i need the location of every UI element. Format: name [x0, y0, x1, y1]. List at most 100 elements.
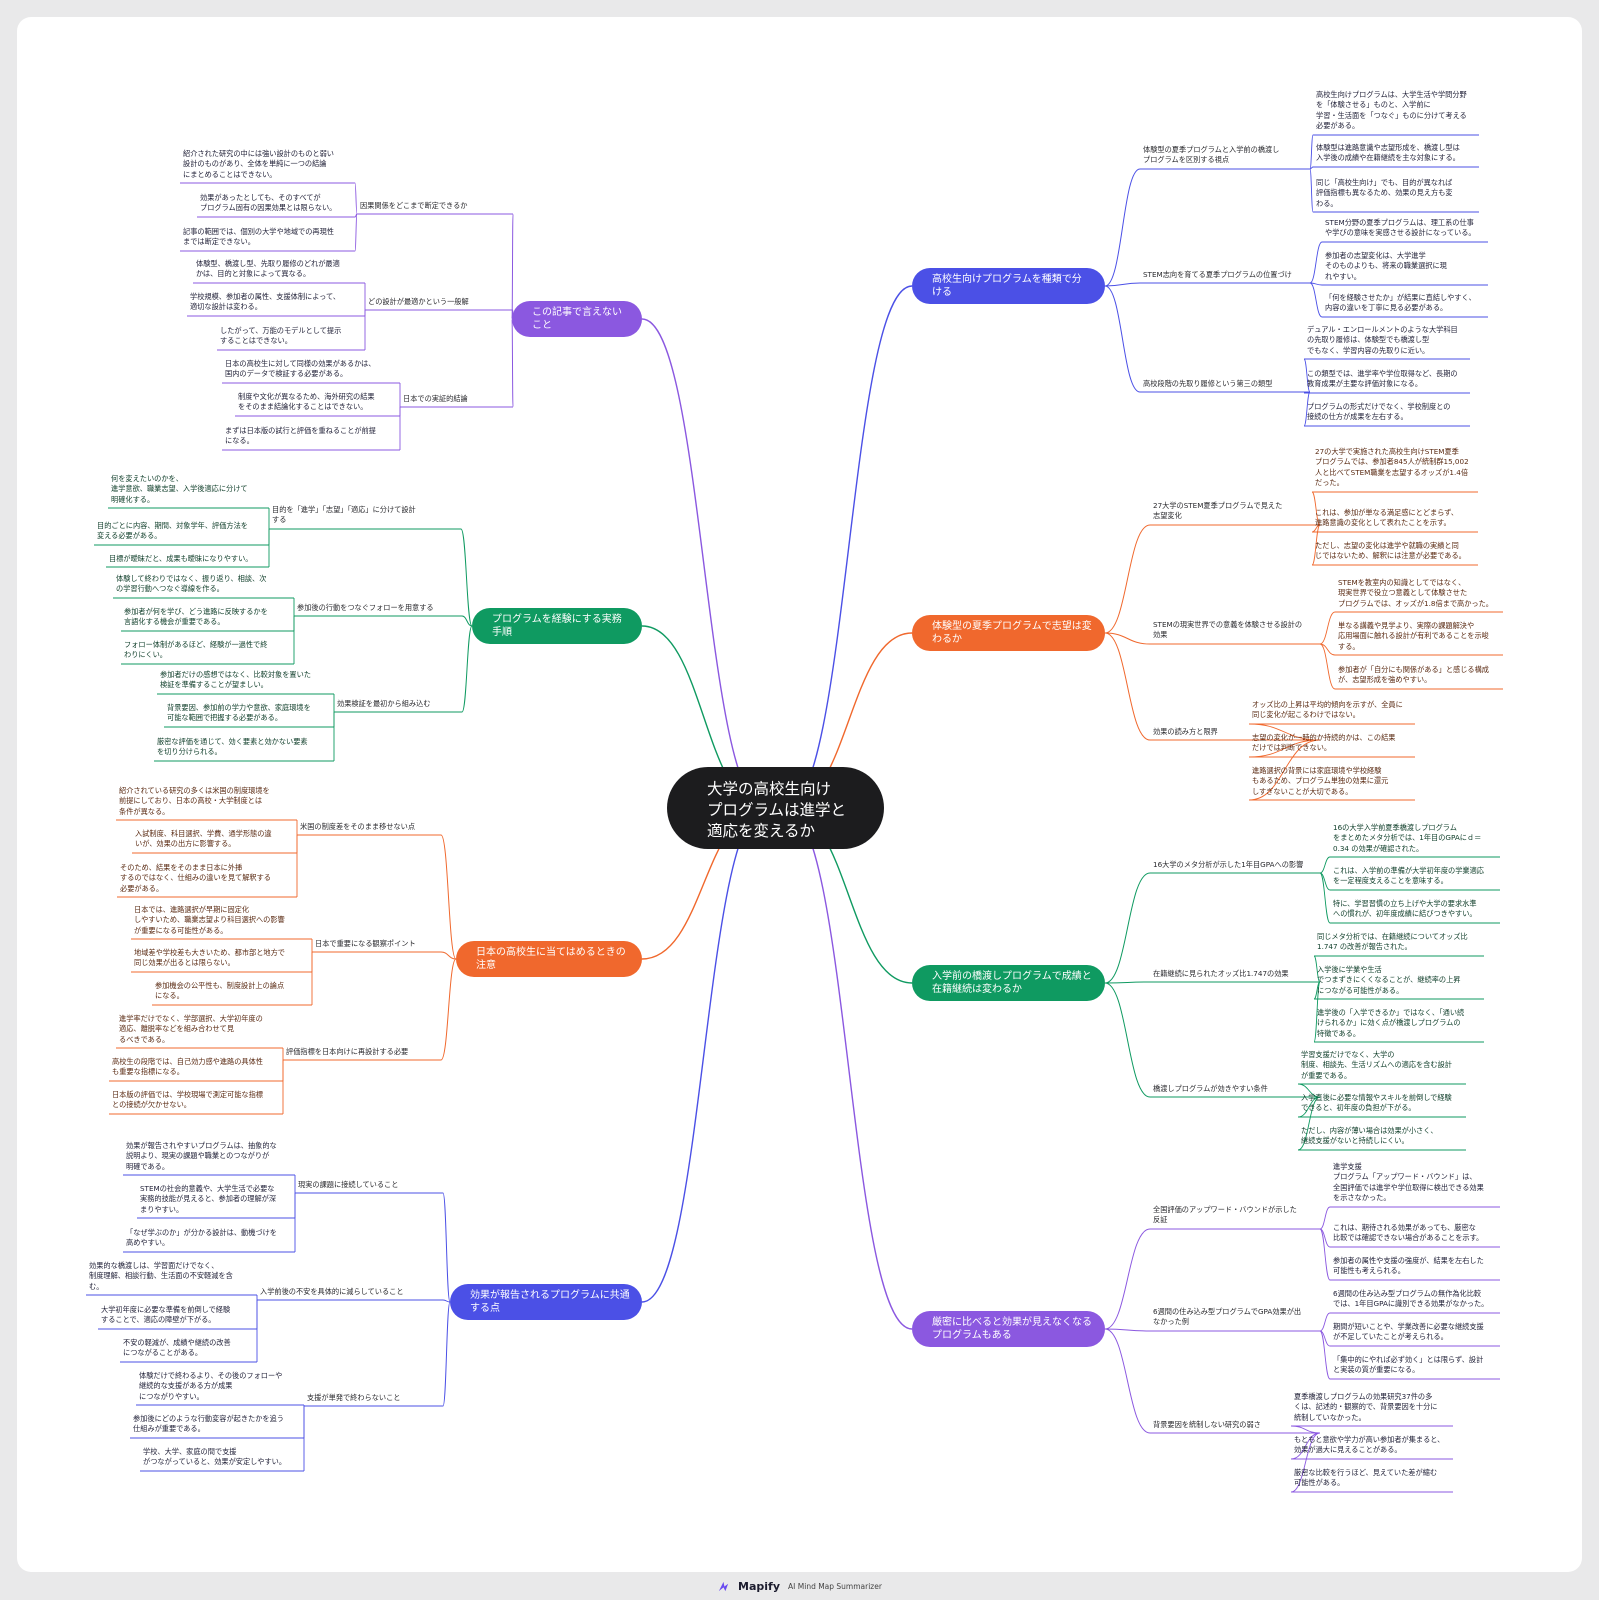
- leaf-note-6-2-1[interactable]: 体験して終わりではなく、振り返り、相談、次 の学習行動へつなぐ導線を作る。: [116, 574, 267, 594]
- leaf-note-8-1-3[interactable]: 「なぜ学ぶのか」が分かる設計は、動機づけを 高めやすい。: [126, 1228, 277, 1248]
- leaf-note-4-1-3[interactable]: 参加者の属性や支援の強度が、結果を左右した 可能性も考えられる。: [1333, 1256, 1484, 1276]
- subtopic-8-2[interactable]: 入学前後の不安を具体的に減らしていること: [260, 1287, 404, 1296]
- leaf-note-1-1-2[interactable]: 体験型は進路意識や志望形成を、橋渡し型は 入学後の成績や在籍継続を主な対象にする…: [1316, 143, 1460, 163]
- leaf-note-3-2-2[interactable]: 入学後に学業や生活 でつまずきにくくなることが、継続率の上昇 につながる可能性が…: [1317, 965, 1461, 995]
- subtopic-6-1[interactable]: 目的を「進学」「志望」「適応」に分けて設計 する: [272, 505, 416, 525]
- branch-topic-8[interactable]: 効果が報告されるプログラムに共通 する点: [450, 1284, 642, 1320]
- subtopic-1-2[interactable]: STEM志向を育てる夏季プログラムの位置づけ: [1143, 270, 1292, 279]
- subtopic-4-2[interactable]: 6週間の住み込み型プログラムでGPA効果が出 なかった例: [1153, 1307, 1302, 1327]
- leaf-note-1-3-3[interactable]: プログラムの形式だけでなく、学校制度との 接続の仕方が成果を左右する。: [1307, 402, 1451, 422]
- leaf-note-7-2-3[interactable]: 参加機会の公平性も、制度設計上の論点 になる。: [155, 981, 285, 1001]
- leaf-note-2-1-3[interactable]: ただし、志望の変化は進学や就職の実績と同 じではないため、解釈には注意が必要であ…: [1315, 541, 1466, 561]
- leaf-note-3-3-1[interactable]: 学習支援だけでなく、大学の 制度、相談先、生活リズムへの適応を含む設計 が重要で…: [1301, 1050, 1452, 1080]
- leaf-note-5-3-2[interactable]: 制度や文化が異なるため、海外研究の結果 をそのまま結論化することはできない。: [238, 392, 375, 412]
- leaf-note-2-2-3[interactable]: 参加者が「自分にも関係がある」と感じる構成 が、志望形成を強めやすい。: [1338, 665, 1489, 685]
- leaf-note-6-3-3[interactable]: 厳密な評価を通じて、効く要素と効かない要素 を切り分けられる。: [157, 737, 308, 757]
- leaf-note-5-1-1[interactable]: 紹介された研究の中には強い設計のものと弱い 設計のものがあり、全体を単純に一つの…: [183, 149, 334, 179]
- leaf-note-1-3-2[interactable]: この類型では、進学率や学位取得など、長期の 教育成果が主要な評価対象になる。: [1307, 369, 1458, 389]
- leaf-note-6-3-1[interactable]: 参加者だけの感想ではなく、比較対象を置いた 検証を準備することが望ましい。: [160, 670, 311, 690]
- leaf-note-2-2-1[interactable]: STEMを教室内の知識としてではなく、 現実世界で役立つ意義として体験させた プ…: [1338, 578, 1493, 608]
- leaf-note-6-2-2[interactable]: 参加者が何を学び、どう進路に反映するかを 言語化する機会が重要である。: [124, 607, 268, 627]
- leaf-note-5-2-3[interactable]: したがって、万能のモデルとして提示 することはできない。: [220, 326, 342, 346]
- leaf-note-8-3-1[interactable]: 体験だけで終わるより、その後のフォローや 継続的な支援がある方が成果 につながり…: [139, 1371, 283, 1401]
- leaf-note-4-2-1[interactable]: 6週間の住み込み型プログラムの無作為化比較 では、1年目GPAに識別できる効果が…: [1333, 1289, 1489, 1309]
- leaf-note-4-3-1[interactable]: 夏季橋渡しプログラムの効果研究37件の多 くは、記述的・観察的で、背景要因を十分…: [1294, 1392, 1438, 1422]
- leaf-note-4-3-3[interactable]: 厳密な比較を行うほど、見えていた差が縮む 可能性がある。: [1294, 1468, 1438, 1488]
- leaf-note-6-2-3[interactable]: フォロー体制があるほど、経験が一過性で終 わりにくい。: [124, 640, 268, 660]
- leaf-note-5-1-3[interactable]: 記事の範囲では、個別の大学や地域での再現性 までは断定できない。: [183, 227, 334, 247]
- leaf-note-8-2-3[interactable]: 不安の軽減が、成績や継続の改善 につながることがある。: [123, 1338, 231, 1358]
- leaf-note-6-1-3[interactable]: 目標が曖昧だと、成果も曖昧になりやすい。: [109, 554, 253, 563]
- leaf-note-5-2-1[interactable]: 体験型、橋渡し型、先取り履修のどれが最適 かは、目的と対象によって異なる。: [196, 259, 340, 279]
- leaf-note-1-3-1[interactable]: デュアル・エンロールメントのような大学科目 の先取り履修は、体験型でも橋渡し型 …: [1307, 325, 1458, 355]
- leaf-note-7-1-3[interactable]: そのため、結果をそのまま日本に外挿 するのではなく、仕組みの違いを見て解釈する …: [120, 863, 271, 893]
- leaf-note-2-3-3[interactable]: 進路選択の背景には家庭環境や学校経験 もあるため、プログラム単独の効果に還元 し…: [1252, 766, 1389, 796]
- subtopic-4-1[interactable]: 全国評価のアップワード・バウンドが示した 反証: [1153, 1205, 1297, 1225]
- subtopic-5-2[interactable]: どの設計が最適かという一般解: [368, 297, 469, 306]
- leaf-note-3-2-3[interactable]: 進学後の「入学できるか」ではなく、「通い続 けられるか」に効く点が橋渡しプログラ…: [1317, 1008, 1465, 1038]
- subtopic-7-2[interactable]: 日本で重要になる観察ポイント: [315, 939, 416, 948]
- subtopic-6-2[interactable]: 参加後の行動をつなぐフォローを用意する: [297, 603, 434, 612]
- leaf-note-1-2-3[interactable]: 「何を経験させたか」が結果に直結しやすく、 内容の違いを丁寧に見る必要がある。: [1325, 293, 1476, 313]
- leaf-note-8-1-1[interactable]: 効果が報告されやすいプログラムは、抽象的な 説明より、現実の課題や職業とのつなが…: [126, 1141, 277, 1171]
- branch-topic-3[interactable]: 入学前の橋渡しプログラムで成績と 在籍継続は変わるか: [912, 965, 1105, 1001]
- leaf-note-2-1-2[interactable]: これは、参加が単なる満足感にとどまらず、 進路意識の変化として表れたことを示す。: [1315, 508, 1459, 528]
- subtopic-1-1[interactable]: 体験型の夏季プログラムと入学前の橋渡し プログラムを区別する視点: [1143, 145, 1280, 165]
- leaf-note-2-3-1[interactable]: オッズ比の上昇は平均的傾向を示すが、全員に 同じ変化が起こるわけではない。: [1252, 700, 1403, 720]
- leaf-note-3-3-2[interactable]: 入学直後に必要な情報やスキルを前倒しで経験 できると、初年度の負担が下がる。: [1301, 1093, 1452, 1113]
- subtopic-3-1[interactable]: 16大学のメタ分析が示した1年目GPAへの影響: [1153, 860, 1304, 869]
- leaf-note-7-1-1[interactable]: 紹介されている研究の多くは米国の制度環境を 前提にしており、日本の高校・大学制度…: [119, 786, 270, 816]
- leaf-note-4-3-2[interactable]: もともと意欲や学力が高い参加者が集まると、 効果が過大に見えることがある。: [1294, 1435, 1445, 1455]
- leaf-note-3-3-3[interactable]: ただし、内容が薄い場合は効果が小さく、 継続支援がないと持続しにくい。: [1301, 1126, 1438, 1146]
- leaf-note-7-2-1[interactable]: 日本では、進路選択が早期に固定化 しやすいため、職業志望より科目選択への影響 が…: [134, 905, 285, 935]
- subtopic-2-3[interactable]: 効果の読み方と限界: [1153, 727, 1218, 736]
- leaf-note-8-2-1[interactable]: 効果的な橋渡しは、学習面だけでなく、 制度理解、相談行動、生活面の不安軽減を含 …: [89, 1261, 233, 1291]
- leaf-note-7-3-2[interactable]: 高校生の段階では、自己効力感や進路の具体性 も重要な指標になる。: [112, 1057, 263, 1077]
- subtopic-2-1[interactable]: 27大学のSTEM夏季プログラムで見えた 志望変化: [1153, 501, 1283, 521]
- branch-topic-7[interactable]: 日本の高校生に当てはめるときの 注意: [456, 941, 642, 977]
- branch-topic-4[interactable]: 厳密に比べると効果が見えなくなる プログラムもある: [912, 1311, 1105, 1347]
- subtopic-5-3[interactable]: 日本での実証的結論: [403, 394, 468, 403]
- leaf-note-7-3-1[interactable]: 進学率だけでなく、学部選択、大学初年度の 適応、離脱率などを組み合わせて見 るべ…: [119, 1014, 263, 1044]
- subtopic-3-2[interactable]: 在籍継続に見られたオッズ比1.747の効果: [1153, 969, 1289, 978]
- leaf-note-7-2-2[interactable]: 地域差や学校差も大きいため、都市部と地方で 同じ効果が出るとは限らない。: [134, 948, 285, 968]
- leaf-note-8-3-2[interactable]: 参加後にどのような行動変容が起きたかを追う 仕組みが重要である。: [133, 1414, 284, 1434]
- branch-topic-6[interactable]: プログラムを経験にする実務手順: [472, 608, 642, 644]
- leaf-note-2-2-2[interactable]: 単なる講義や見学より、実際の課題解決や 応用場面に触れる設計が有利であることを示…: [1338, 621, 1489, 651]
- leaf-note-6-1-2[interactable]: 目的ごとに内容、期間、対象学年、評価方法を 変える必要がある。: [97, 521, 248, 541]
- subtopic-8-1[interactable]: 現実の課題に接続していること: [298, 1180, 399, 1189]
- branch-topic-5[interactable]: この記事で言えないこと: [512, 301, 642, 337]
- leaf-note-6-3-2[interactable]: 背景要因、参加前の学力や意欲、家庭環境を 可能な範囲で把握する必要がある。: [167, 703, 311, 723]
- leaf-note-2-1-1[interactable]: 27の大学で実施された高校生向けSTEM夏季 プログラムでは、参加者845人が統…: [1315, 447, 1469, 488]
- subtopic-3-3[interactable]: 橋渡しプログラムが効きやすい条件: [1153, 1084, 1268, 1093]
- leaf-note-4-1-1[interactable]: 進学支援 プログラム「アップワード・バウンド」は、 全国評価では進学や学位取得に…: [1333, 1162, 1484, 1203]
- leaf-note-4-2-2[interactable]: 期間が短いことや、学業改善に必要な継続支援 が不足していたことが考えられる。: [1333, 1322, 1484, 1342]
- leaf-note-3-1-3[interactable]: 特に、学習習慣の立ち上げや大学の要求水準 への慣れが、初年度成績に結びつきやすい…: [1333, 899, 1477, 919]
- leaf-note-1-2-1[interactable]: STEM分野の夏季プログラムは、理工系の仕事 や学びの意味を実感させる設計になっ…: [1325, 218, 1476, 238]
- leaf-note-7-3-3[interactable]: 日本版の評価では、学校現場で測定可能な指標 との接続が欠かせない。: [112, 1090, 263, 1110]
- subtopic-8-3[interactable]: 支援が単発で終わらないこと: [307, 1393, 401, 1402]
- leaf-note-4-1-2[interactable]: これは、期待される効果があっても、厳密な 比較では確認できない場合があることを示…: [1333, 1223, 1484, 1243]
- subtopic-6-3[interactable]: 効果検証を最初から組み込む: [337, 699, 431, 708]
- subtopic-5-1[interactable]: 因果関係をどこまで断定できるか: [360, 201, 468, 210]
- leaf-note-5-3-3[interactable]: まずは日本版の試行と評価を重ねることが前提 になる。: [225, 426, 376, 446]
- leaf-note-5-2-2[interactable]: 学校規模、参加者の属性、支援体制によって、 適切な設計は変わる。: [190, 292, 341, 312]
- leaf-note-7-1-2[interactable]: 入試制度、科目選択、学費、通学形態の違 いが、効果の出方に影響する。: [135, 829, 272, 849]
- leaf-note-5-1-2[interactable]: 効果があったとしても、そのすべてが プログラム固有の因果効果とは限らない。: [200, 193, 337, 213]
- leaf-note-8-3-3[interactable]: 学校、大学、家庭の間で支援 がつながっていると、効果が安定しやすい。: [143, 1447, 287, 1467]
- leaf-note-3-2-1[interactable]: 同じメタ分析では、在籍継続についてオッズ比 1.747 の改善が報告された。: [1317, 932, 1468, 952]
- subtopic-7-1[interactable]: 米国の制度差をそのまま移せない点: [300, 822, 416, 831]
- subtopic-4-3[interactable]: 背景要因を統制しない研究の弱さ: [1153, 1420, 1261, 1429]
- leaf-note-4-2-3[interactable]: 「集中的にやれば必ず効く」とは限らず、設計 と実装の質が重要になる。: [1333, 1355, 1484, 1375]
- leaf-note-5-3-1[interactable]: 日本の高校生に対して同様の効果があるかは、 国内のデータで検証する必要がある。: [225, 359, 376, 379]
- leaf-note-3-1-2[interactable]: これは、入学前の準備が大学初年度の学業適応 を一定程度支えることを意味する。: [1333, 866, 1484, 886]
- leaf-note-6-1-1[interactable]: 何を変えたいのかを、 進学意欲、職業志望、入学後適応に分けて 明確化する。: [111, 474, 248, 504]
- subtopic-1-3[interactable]: 高校段階の先取り履修という第三の類型: [1143, 379, 1273, 388]
- branch-topic-2[interactable]: 体験型の夏季プログラムで志望は変 わるか: [912, 615, 1105, 651]
- leaf-note-2-3-2[interactable]: 志望の変化が一時的か持続的かは、この結果 だけでは判断できない。: [1252, 733, 1396, 753]
- leaf-note-3-1-1[interactable]: 16の大学入学前夏季橋渡しプログラム をまとめたメタ分析では、1年目のGPAにｄ…: [1333, 823, 1482, 853]
- leaf-note-1-1-3[interactable]: 同じ「高校生向け」でも、目的が異なれば 評価指標も異なるため、効果の見え方も変 …: [1316, 178, 1453, 208]
- subtopic-7-3[interactable]: 評価指標を日本向けに再設計する必要: [286, 1047, 409, 1056]
- leaf-note-8-1-2[interactable]: STEMの社会的意義や、大学生活で必要な 実務的技能が見えると、参加者の理解が深…: [140, 1184, 277, 1214]
- subtopic-2-2[interactable]: STEMの現実世界での意義を体験させる設計の 効果: [1153, 620, 1303, 640]
